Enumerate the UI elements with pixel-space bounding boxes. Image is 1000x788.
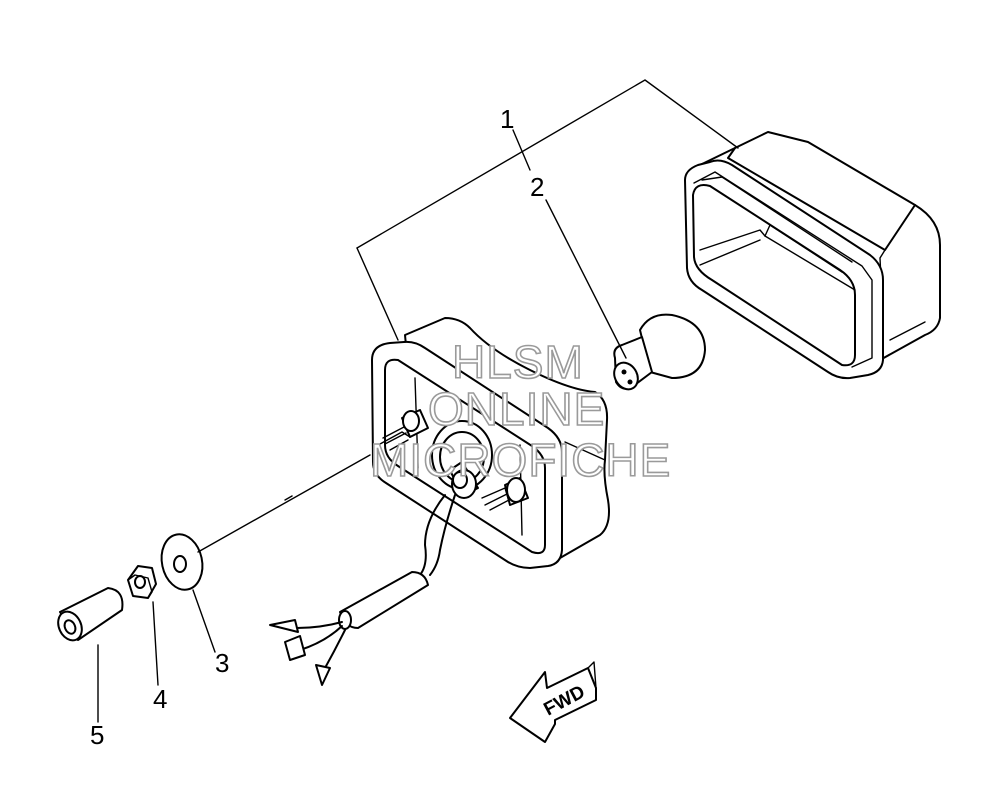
leader-lines [97,79,739,723]
watermark-line-3: MICROFICHE [370,434,671,486]
callout-5: 5 [90,720,104,750]
nut [127,565,157,599]
bulb [613,313,706,391]
forward-arrow-icon: FWD [509,661,597,743]
watermark-line-2: ONLINE [428,383,605,435]
wire-harness [269,494,456,686]
tail-lamp-housing [371,317,610,569]
lens-cover [684,131,941,380]
watermark: HLSM ONLINE MICROFICHE [369,335,671,487]
callout-3: 3 [215,648,229,678]
watermark-line-1: HLSM [452,336,584,388]
callout-4: 4 [153,684,167,714]
washer [160,533,204,591]
spacer-collar [57,587,124,642]
callout-2: 2 [530,172,544,202]
callout-1: 1 [500,104,514,134]
